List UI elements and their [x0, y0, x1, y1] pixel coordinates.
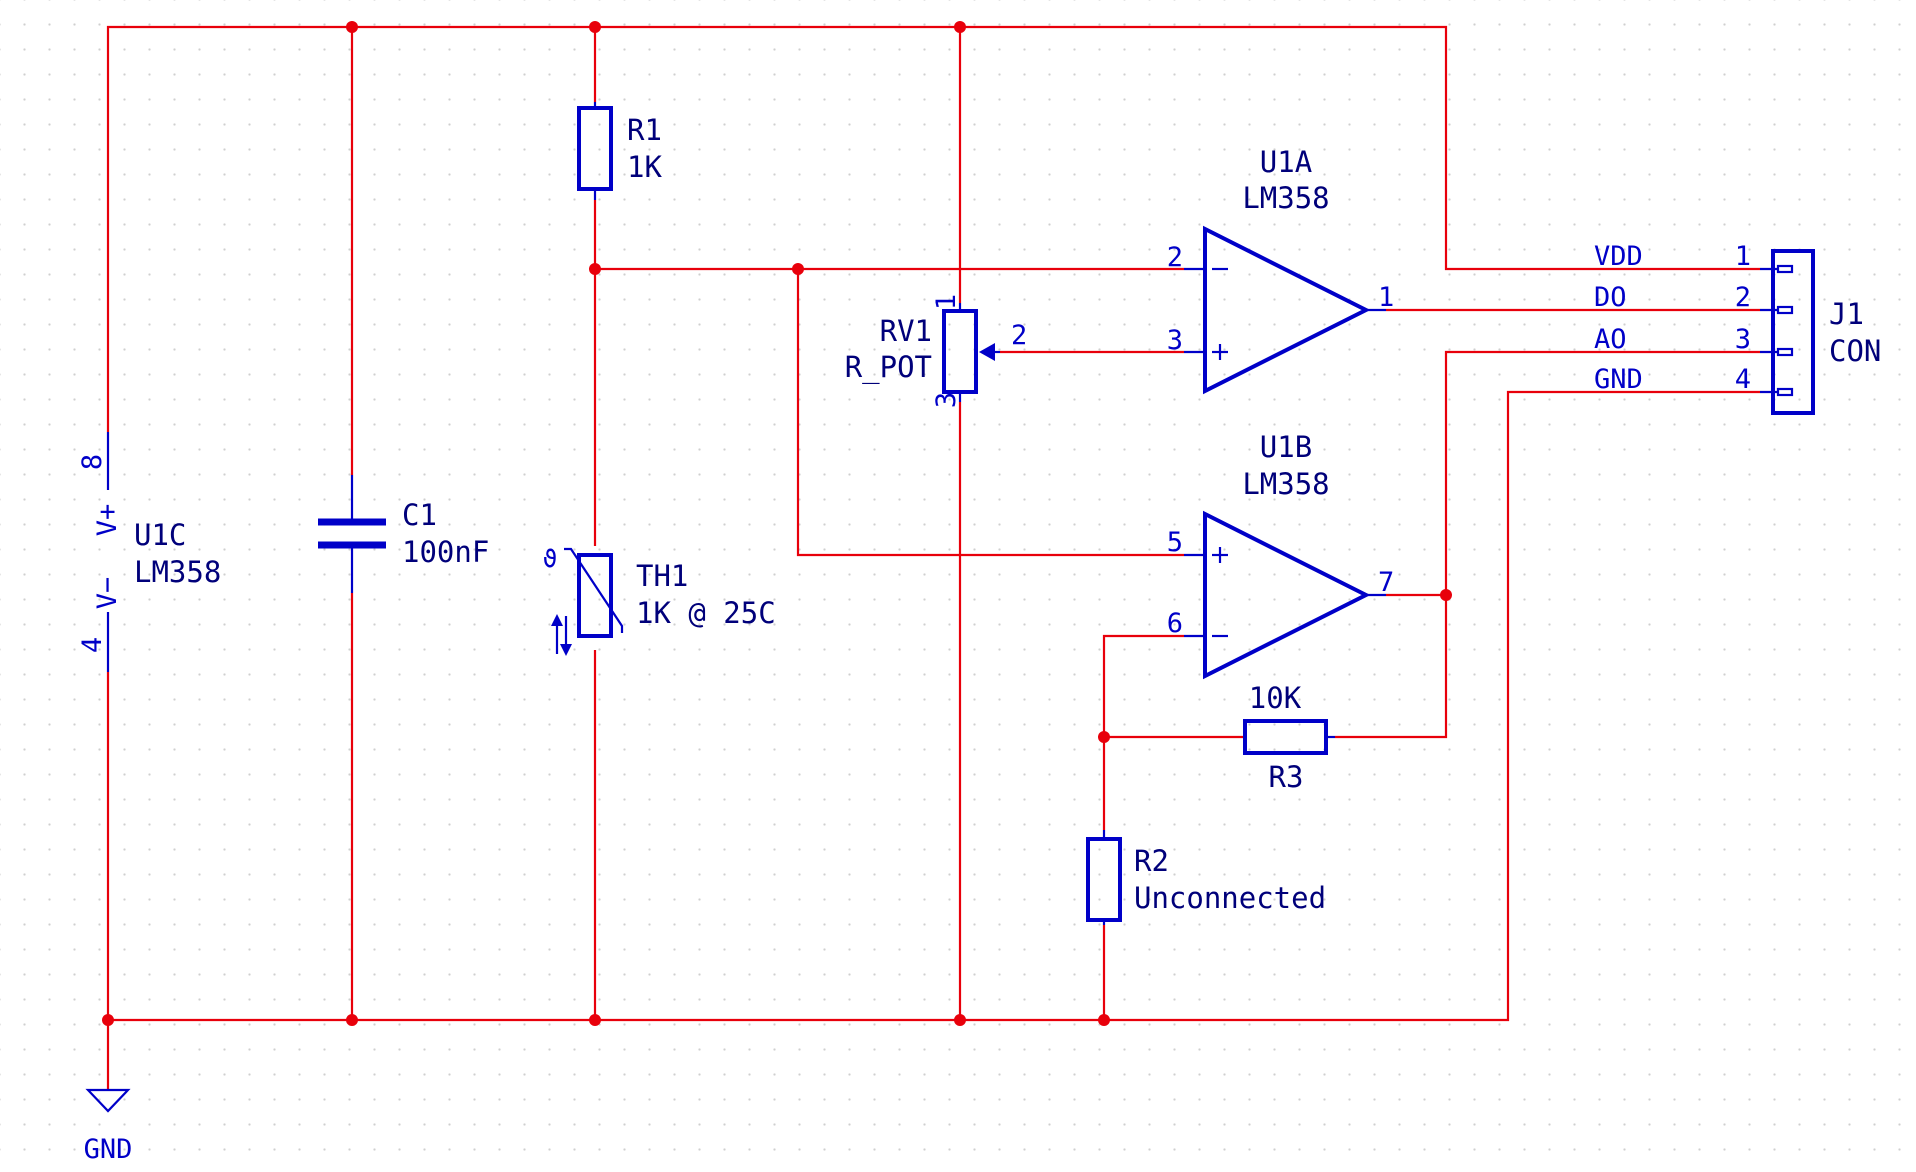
r1-body: [577, 106, 613, 191]
junction-dot: [1440, 589, 1452, 601]
wire-vplus-rail[interactable]: [106, 25, 1760, 432]
u1b-reference: U1B: [1260, 430, 1312, 464]
r1-value: 1K: [627, 150, 662, 184]
u1a-reference: U1A: [1260, 145, 1312, 179]
r2-reference: R2: [1134, 844, 1169, 878]
c1-reference: C1: [402, 498, 437, 532]
th1-diagonal-bar: [564, 547, 624, 633]
rv1-pin1-number: 1: [931, 294, 962, 310]
u1b-triangle: [1203, 510, 1371, 680]
j1-pin1-contact: [1776, 264, 1794, 274]
th1-theta-icon: ϑ: [543, 545, 557, 573]
u1c-value: LM358: [134, 555, 221, 589]
rv1-potentiometer[interactable]: 1 2 3 RV1 R_POT: [845, 294, 1028, 408]
u1b-pin-out-number: 7: [1378, 567, 1394, 598]
wires: [106, 25, 1760, 1090]
j1-reference: J1: [1829, 297, 1864, 331]
th1-arrow-up-head: [551, 614, 563, 626]
j1-pin1-net: VDD: [1594, 241, 1643, 272]
j1-pin3-net: AO: [1594, 324, 1627, 355]
j1-body: [1771, 249, 1815, 415]
r3-reference: R3: [1269, 760, 1304, 794]
u1b-pin-inv-number: 6: [1167, 608, 1183, 639]
j1-pin2-contact: [1776, 305, 1794, 315]
wire-u1b-out-ao[interactable]: [1386, 350, 1760, 597]
r3-resistor[interactable]: 10K R3: [1243, 681, 1335, 794]
j1-pin1-number: 1: [1735, 241, 1751, 272]
rv1-body: [942, 309, 978, 394]
rv1-reference: RV1: [880, 314, 932, 348]
wire-ao-to-r3[interactable]: [1335, 595, 1448, 739]
j1-pin4-contact: [1776, 387, 1794, 397]
c1-capacitor[interactable]: C1 100nF: [318, 475, 489, 593]
u1b-opamp[interactable]: 5 6 7 U1B LM358: [1167, 430, 1395, 680]
gnd-triangle-icon: [85, 1088, 131, 1113]
r2-resistor[interactable]: R2 Unconnected: [1086, 830, 1326, 925]
th1-arrow-down-head: [560, 644, 572, 656]
r1-reference: R1: [627, 113, 662, 147]
junction-dot: [589, 263, 601, 275]
j1-pin2-number: 2: [1735, 282, 1751, 313]
u1c-pin8-number: 8: [77, 454, 108, 470]
u1b-pin-noninv-number: 5: [1167, 527, 1183, 558]
u1a-opamp[interactable]: 2 3 1 U1A LM358: [1167, 145, 1395, 395]
th1-value: 1K @ 25C: [636, 596, 776, 630]
c1-value: 100nF: [402, 535, 489, 569]
j1-pin4-number: 4: [1735, 364, 1751, 395]
u1c-reference: U1C: [134, 518, 186, 552]
rv1-value: R_POT: [845, 350, 932, 385]
rv1-pin2-number: 2: [1011, 320, 1027, 351]
junction-dot: [1098, 1014, 1110, 1026]
junction-dot: [1098, 731, 1110, 743]
j1-pin3-contact: [1776, 347, 1794, 357]
th1-reference: TH1: [636, 559, 688, 593]
j1-connector[interactable]: VDD DO AO GND 1 2 3 4 J1 CON: [1594, 241, 1881, 415]
junction-dot: [589, 21, 601, 33]
junctions: [102, 21, 1452, 1026]
th1-body: [577, 553, 613, 638]
r2-body: [1086, 837, 1122, 922]
junction-dot: [589, 1014, 601, 1026]
j1-pin2-net: DO: [1594, 282, 1627, 313]
wire-gnd-rail[interactable]: [106, 390, 1760, 1022]
u1a-pin-inv-number: 2: [1167, 242, 1183, 273]
u1c-pin4-number: 4: [77, 637, 108, 653]
u1c-power-unit[interactable]: 8 V+ V− 4 U1C LM358: [77, 432, 221, 672]
junction-dot: [346, 1014, 358, 1026]
u1a-value: LM358: [1242, 181, 1329, 215]
rv1-wiper-arrow-icon: [979, 343, 995, 361]
junction-dot: [792, 263, 804, 275]
r2-value: Unconnected: [1134, 881, 1326, 915]
u1a-pin-out-number: 1: [1378, 282, 1394, 313]
r3-body: [1243, 719, 1328, 755]
u1c-pin8-name: V+: [92, 504, 123, 537]
j1-pin4-net: GND: [1594, 364, 1643, 395]
gnd-label: GND: [84, 1134, 133, 1165]
junction-dot: [346, 21, 358, 33]
r3-value: 10K: [1249, 681, 1302, 715]
junction-dot: [954, 1014, 966, 1026]
rv1-pin3-number: 3: [931, 392, 962, 408]
u1c-pin4-name: V−: [92, 577, 123, 610]
gnd-power-symbol[interactable]: GND: [84, 1088, 133, 1165]
junction-dot: [954, 21, 966, 33]
j1-pin3-number: 3: [1735, 324, 1751, 355]
u1a-triangle: [1203, 225, 1371, 395]
u1b-value: LM358: [1242, 467, 1329, 501]
junction-dot: [102, 1014, 114, 1026]
u1a-pin-noninv-number: 3: [1167, 325, 1183, 356]
j1-value: CON: [1829, 334, 1881, 368]
th1-thermistor[interactable]: ϑ TH1 1K @ 25C: [543, 545, 776, 656]
wire-u1b-inv-feedback[interactable]: [1102, 634, 1184, 830]
wire-divider-to-u1b-noninv[interactable]: [796, 269, 1184, 557]
r1-resistor[interactable]: R1 1K: [577, 102, 662, 200]
